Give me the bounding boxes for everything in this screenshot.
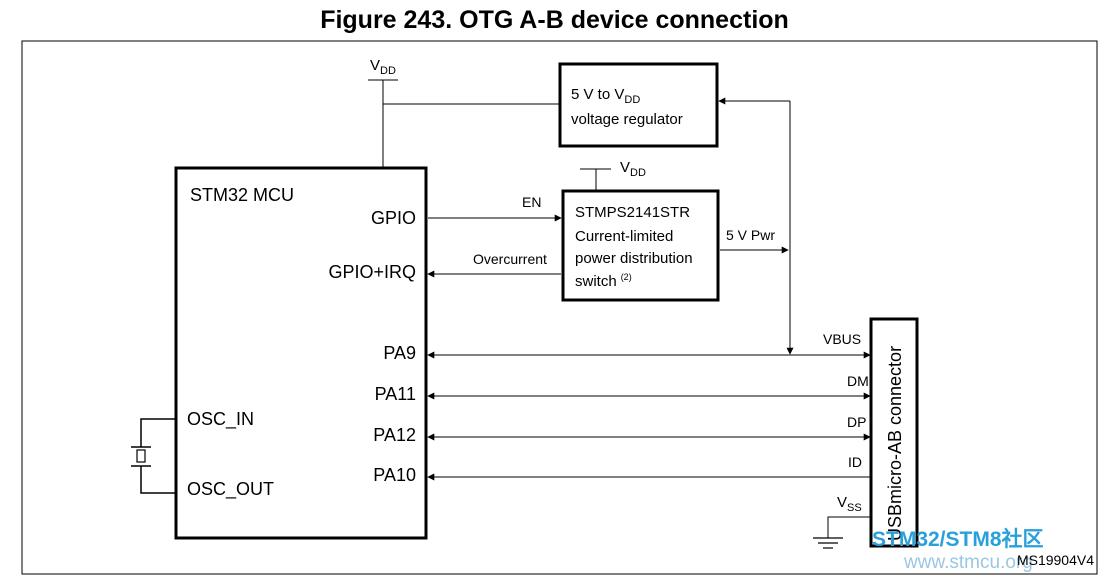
pin-osc-in: OSC_IN <box>187 409 254 430</box>
svg-text:5 V to VDD: 5 V to VDD <box>571 86 640 106</box>
switch-line3: power distribution <box>575 250 693 267</box>
label-id: ID <box>848 454 862 470</box>
switch-note: (2) <box>621 272 632 282</box>
crystal-symbol <box>131 418 176 494</box>
pin-pa10: PA10 <box>373 465 416 485</box>
switch-line2: Current-limited <box>575 228 673 245</box>
pin-gpio: GPIO <box>371 208 416 228</box>
label-5v-pwr: 5 V Pwr <box>726 227 775 243</box>
vdd-supply-mcu: VDD <box>368 57 398 168</box>
vdd-label: V <box>370 57 380 74</box>
watermark-line1: STM32/STM8 <box>872 528 1002 551</box>
switch-vdd-label: V <box>620 159 630 176</box>
vdd-subscript: DD <box>380 65 396 77</box>
label-overcurrent: Overcurrent <box>473 251 547 267</box>
pin-osc-out: OSC_OUT <box>187 479 274 500</box>
watermark: STM32/STM8社区 www.stmcu.org <box>872 527 1044 573</box>
regulator-line1-sub: DD <box>624 94 640 106</box>
label-vbus: VBUS <box>823 331 861 347</box>
vss-subscript: SS <box>847 502 862 514</box>
pin-pa11: PA11 <box>375 384 416 404</box>
mcu-box <box>174 166 428 540</box>
label-en: EN <box>522 194 541 210</box>
pin-pa9: PA9 <box>383 343 416 363</box>
svg-text:STM32/STM8社区: STM32/STM8社区 <box>872 527 1044 551</box>
pin-pa12: PA12 <box>373 425 416 445</box>
usb-connector-label: USBmicro-AB connector <box>885 346 905 541</box>
figure-ref-code: MS19904V4 <box>1017 552 1094 568</box>
watermark-line1-cjk: 社区 <box>1001 527 1044 551</box>
regulator-line1: 5 V to V <box>571 86 624 103</box>
switch-line1: STMPS2141STR <box>575 204 690 221</box>
svg-text:switch(2): switch (2) <box>575 272 632 290</box>
label-dp: DP <box>847 414 866 430</box>
svg-text:VDD: VDD <box>370 57 396 77</box>
switch-vdd-subscript: DD <box>630 167 646 179</box>
switch-line4: switch <box>575 273 617 290</box>
figure-frame <box>21 40 1098 575</box>
pin-gpio-irq: GPIO+IRQ <box>328 262 416 282</box>
label-dm: DM <box>847 373 869 389</box>
ground-symbol <box>813 516 870 549</box>
regulator-line2: voltage regulator <box>571 111 683 128</box>
usb-connector-box <box>869 317 919 548</box>
figure-title: Figure 243. OTG A-B device connection <box>320 6 789 34</box>
regulator-box <box>558 62 719 148</box>
vss-label: V <box>837 494 847 511</box>
mcu-name: STM32 MCU <box>190 185 294 205</box>
svg-text:VSS: VSS <box>837 494 862 514</box>
watermark-line2: www.stmcu.org <box>903 552 1033 573</box>
svg-text:VDD: VDD <box>620 159 646 179</box>
power-switch-box <box>561 189 720 302</box>
vdd-supply-switch: VDD <box>580 159 646 191</box>
